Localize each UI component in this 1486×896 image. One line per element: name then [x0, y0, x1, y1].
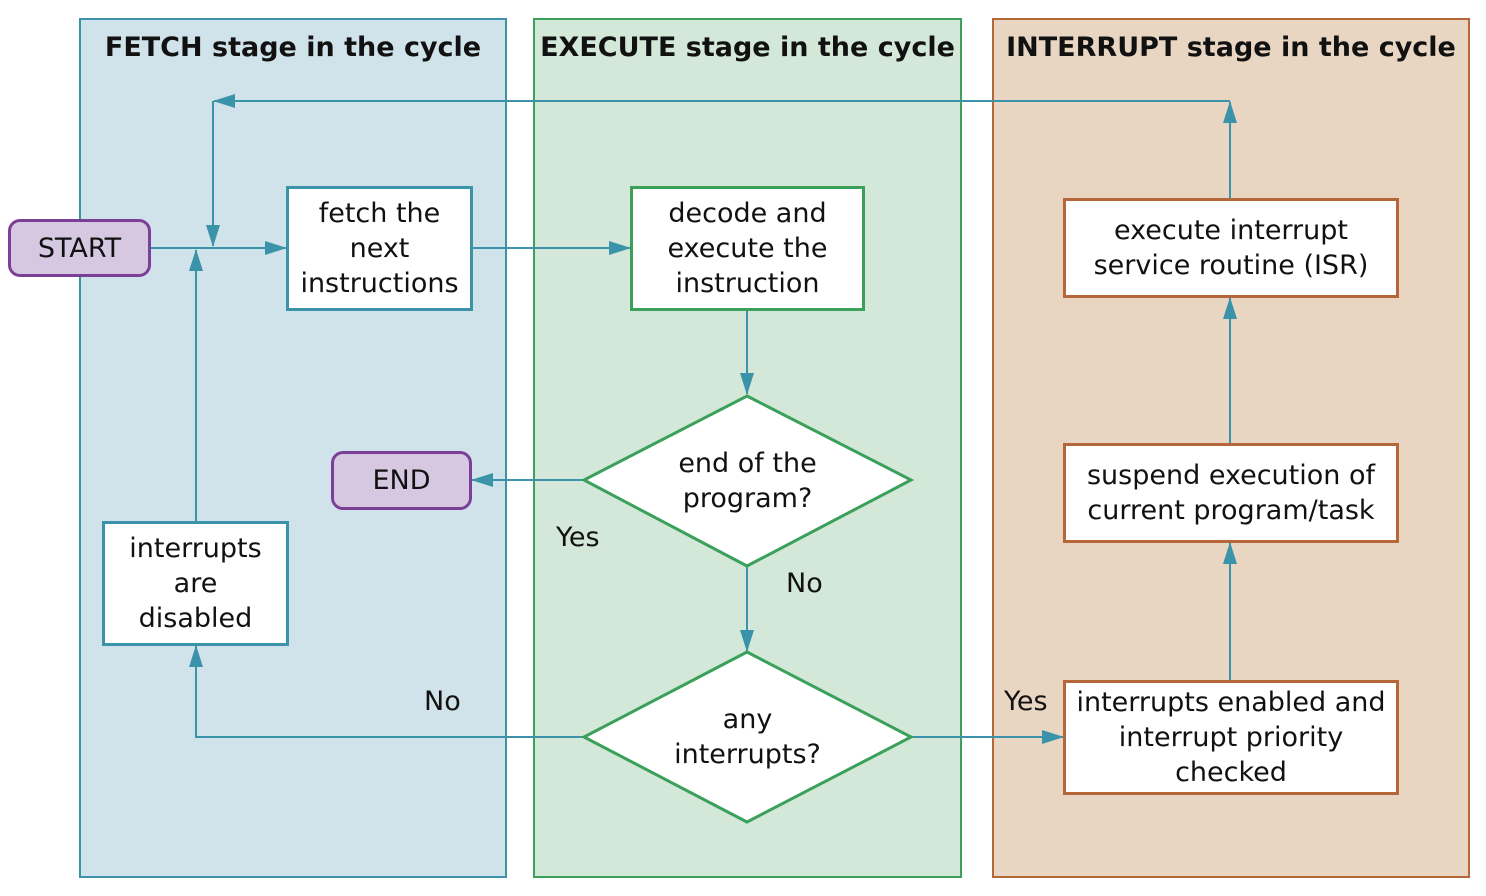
any-interrupts-decision-shape — [580, 650, 915, 824]
any-interrupts-decision: any interrupts? — [640, 699, 855, 775]
end-no-label: No — [786, 568, 823, 599]
end-of-program-text: end of the program? — [678, 448, 817, 514]
any-interrupts-text: any interrupts? — [674, 704, 821, 770]
start-terminal: START — [8, 219, 151, 277]
fetch-lane-title: FETCH stage in the cycle — [104, 32, 482, 63]
execute-isr-box: execute interrupt service routine (ISR) — [1063, 198, 1399, 298]
edge-anyint-disabled — [189, 645, 584, 738]
decode-execute-box: decode and execute the instruction — [630, 186, 865, 311]
interrupts-disabled-text: interrupts are disabled — [129, 533, 262, 634]
end-of-program-decision: end of the program? — [640, 443, 855, 519]
fetch-lane: FETCH stage in the cycle — [79, 18, 507, 878]
decode-execute-text: decode and execute the instruction — [667, 198, 828, 299]
start-label: START — [37, 232, 122, 264]
end-terminal: END — [331, 451, 472, 510]
end-yes-label: Yes — [556, 522, 600, 553]
end-label: END — [372, 465, 431, 496]
suspend-execution-box: suspend execution of current program/tas… — [1063, 443, 1399, 543]
execute-lane-title: EXECUTE stage in the cycle — [540, 32, 955, 63]
int-yes-label: Yes — [1004, 686, 1048, 717]
fetch-instructions-box: fetch the next instructions — [286, 186, 473, 311]
interrupts-disabled-box: interrupts are disabled — [102, 521, 289, 646]
fetch-instructions-text: fetch the next instructions — [300, 198, 459, 299]
interrupts-enabled-text: interrupts enabled and interrupt priorit… — [1076, 687, 1386, 788]
interrupts-enabled-box: interrupts enabled and interrupt priorit… — [1063, 680, 1399, 795]
suspend-execution-text: suspend execution of current program/tas… — [1086, 460, 1375, 526]
end-of-program-decision-shape — [580, 394, 915, 568]
int-no-label: No — [424, 686, 461, 717]
execute-isr-text: execute interrupt service routine (ISR) — [1093, 215, 1369, 281]
interrupt-lane-title: INTERRUPT stage in the cycle — [1006, 32, 1456, 63]
